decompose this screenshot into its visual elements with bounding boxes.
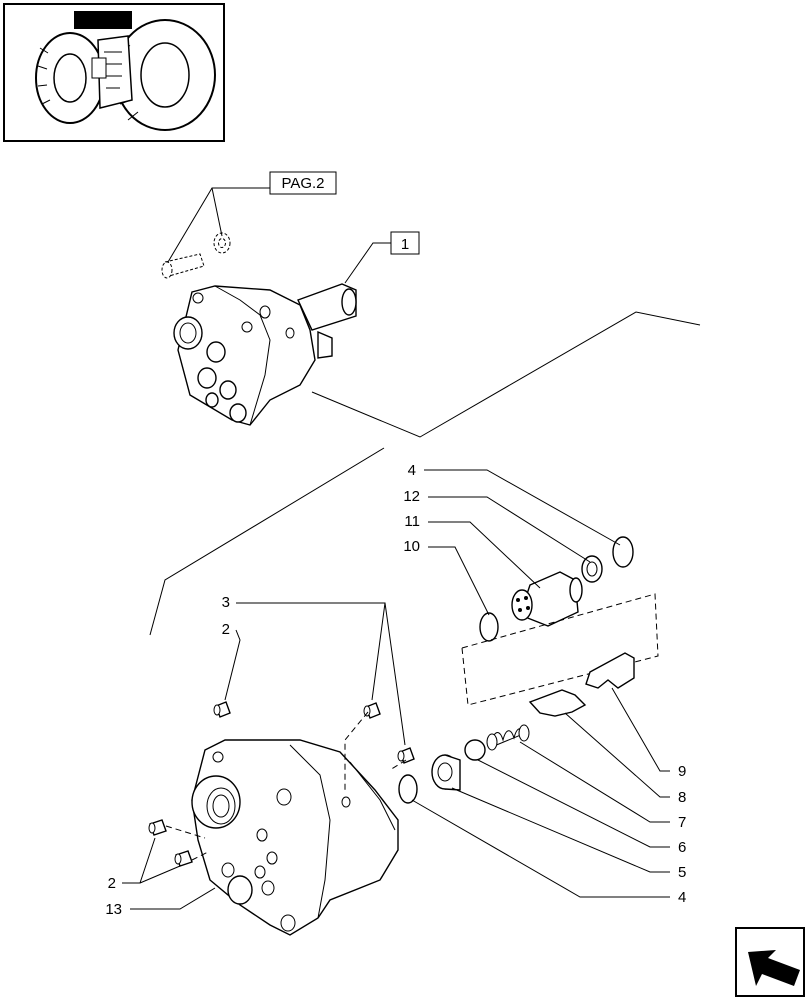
- page-reference-label: PAG.2: [281, 175, 324, 192]
- callout-label: 1: [401, 236, 409, 253]
- callout-label: 10: [403, 538, 420, 555]
- bolt-and-washer: [161, 232, 231, 279]
- callout-label: 4: [408, 462, 416, 479]
- callout-label: 2: [108, 875, 116, 892]
- page-reference-box[interactable]: PAG.2: [269, 171, 337, 195]
- callout-label: 3: [222, 594, 230, 611]
- leader-lines: [122, 187, 670, 910]
- hydraulic-pump-assembly: [161, 232, 357, 426]
- pump-body: [191, 739, 399, 936]
- callout-label: 5: [678, 864, 686, 881]
- callout-label: 11: [404, 513, 420, 530]
- relief-valve-parts: [398, 536, 659, 804]
- plug-parts: [148, 701, 415, 867]
- tractor-thumbnail-icon[interactable]: [3, 3, 225, 142]
- callout-label: 2: [222, 621, 230, 638]
- callout-label: 9: [678, 763, 686, 780]
- callout-label: 12: [403, 488, 420, 505]
- next-page-arrow-icon[interactable]: [735, 927, 805, 997]
- callout-label: 7: [678, 814, 686, 831]
- section-lines: [149, 311, 701, 636]
- callout-label: 13: [105, 901, 122, 918]
- callout-label: 6: [678, 839, 686, 856]
- callout-labels: 4 12 11 10 3 2 9 8 7 6 5 4 2 13: [105, 462, 686, 918]
- callout-box-1: 1: [390, 231, 420, 255]
- callout-label: 8: [678, 789, 686, 806]
- callout-label: 4: [678, 889, 686, 906]
